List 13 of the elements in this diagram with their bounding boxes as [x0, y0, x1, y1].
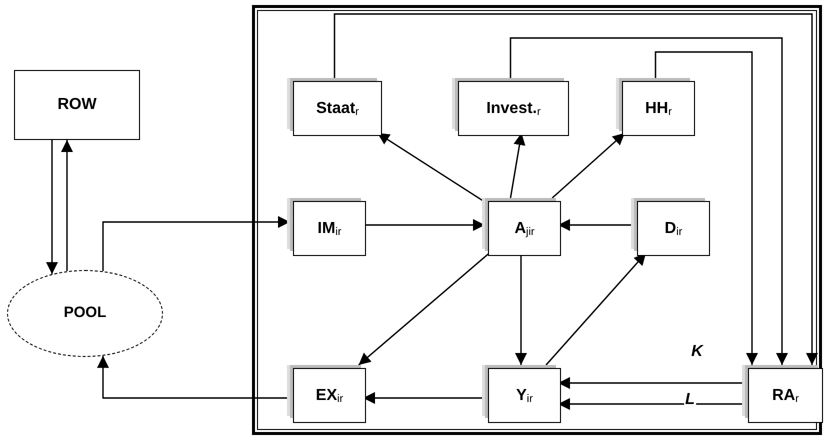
- region-frame: [252, 5, 822, 435]
- ellipse-node: POOL: [7, 270, 163, 357]
- arrow: [654, 51, 758, 365]
- arrow: [334, 13, 818, 365]
- arrow: [358, 252, 490, 366]
- arrow: [510, 37, 788, 365]
- edge-label: L: [684, 392, 696, 408]
- arrow: [97, 356, 290, 399]
- process-box: ROW: [14, 70, 140, 140]
- arrow: [552, 132, 626, 199]
- arrow: [46, 140, 58, 274]
- arrow: [102, 216, 290, 272]
- arrow: [61, 140, 73, 272]
